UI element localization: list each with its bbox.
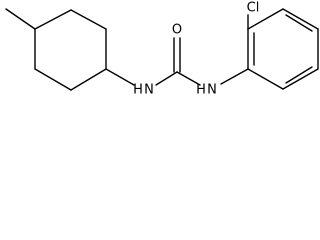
chlorine-label: Cl [247, 1, 260, 16]
benzene-inner-double-bond [285, 66, 313, 84]
n-aryl-bond [220, 68, 249, 85]
cyclohexyl-n-bond [105, 68, 135, 86]
benzene-bond [247, 68, 284, 90]
benzene-inner-double-bond [285, 14, 313, 32]
cyclohexane-bond [34, 68, 72, 91]
benzene-bond [282, 8, 319, 30]
hydrogen-left-label: H [133, 83, 143, 98]
benzene-ring [247, 8, 319, 90]
carbonyl-double-bond [173, 37, 181, 73]
nitrogen-right-label: N [207, 83, 217, 98]
cyclohexane-bond [34, 9, 72, 30]
cyclohexane-bond [70, 9, 107, 30]
carbonyl-n-bond [176, 71, 201, 86]
left-nh-group: N H [133, 83, 154, 98]
chemical-structure: N H O H N Cl [5, 1, 319, 98]
oxygen-label: O [172, 23, 182, 38]
hydrogen-right-label: H [196, 83, 206, 98]
right-nh-group: H N [196, 83, 217, 98]
methyl-bond [5, 8, 36, 30]
benzene-bond [247, 8, 284, 30]
nitrogen-left-label: N [144, 83, 154, 98]
cyclohexane-ring [34, 9, 107, 91]
benzene-bond [282, 68, 319, 90]
n-carbonyl-bond [155, 71, 178, 86]
cyclohexane-bond [70, 68, 107, 91]
